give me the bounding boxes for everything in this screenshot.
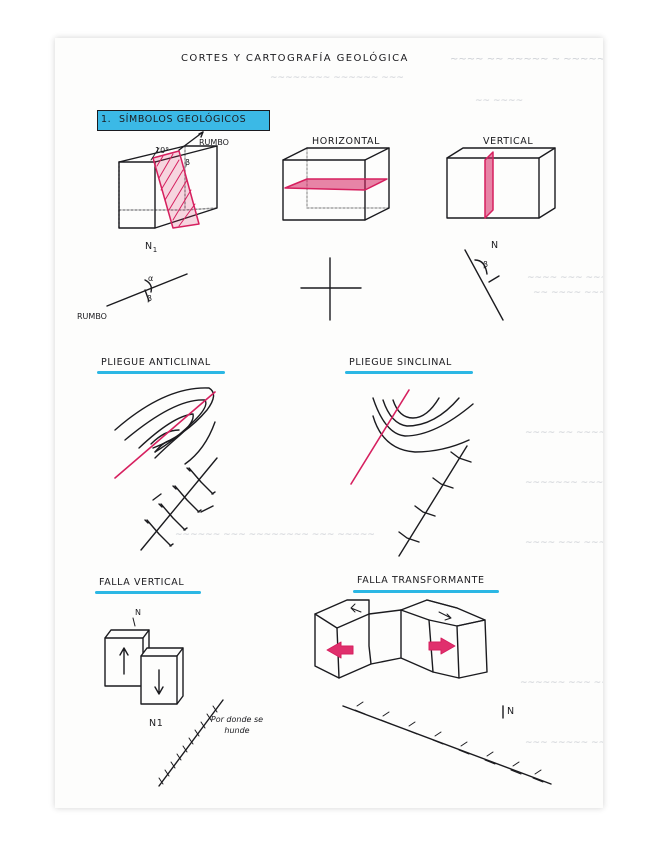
sinks-label: Por donde se hunde bbox=[210, 715, 264, 735]
vertical-plane bbox=[484, 151, 494, 219]
page-title: CORTES Y CARTOGRAFÍA GEOLÓGICA bbox=[181, 53, 409, 64]
syncline-axis-map bbox=[398, 445, 472, 557]
transform-right-arrow bbox=[428, 637, 456, 655]
north-label-strike: N1 bbox=[145, 241, 158, 254]
rumbo-label-map: RUMBO bbox=[77, 312, 107, 321]
notebook-page: ~~~~ ~~ ~~~~~ ~ ~~~~~~~~ ~~~~~~~~ ~~~~~~… bbox=[55, 38, 603, 808]
transform-fault-map-line bbox=[342, 701, 552, 785]
bleed-through-text: ~~~~~~~ ~~~~~ ~~~ bbox=[525, 478, 603, 488]
anticline-sketch bbox=[114, 387, 216, 479]
bleed-through-text: ~~~~ ~~~ ~~~~~ ~~~ bbox=[525, 538, 603, 548]
bleed-through-text: ~~~~~~~~ ~~~~~~ ~~~ bbox=[270, 73, 404, 83]
bleed-through-text: ~~~ ~~~~~ ~~~~ bbox=[525, 738, 603, 748]
strike-dip-symbol bbox=[106, 273, 188, 307]
north-label-vertical: N bbox=[491, 240, 499, 251]
transform-fault-heading: FALLA TRANSFORMANTE bbox=[357, 575, 485, 586]
bleed-through-text: ~~~~ ~~ ~~~~ ~~~~ bbox=[525, 428, 603, 438]
section-heading-highlight bbox=[97, 110, 270, 131]
north-label-transform: N bbox=[507, 706, 515, 717]
vertical-label: VERTICAL bbox=[483, 136, 534, 147]
section-number: 1. bbox=[101, 114, 112, 125]
bleed-through-text: ~~~~~~ ~~~ ~~~~~~~~ ~~~ ~~~~~ bbox=[175, 530, 375, 540]
horizontal-label: HORIZONTAL bbox=[312, 136, 380, 147]
inclined-plane bbox=[152, 150, 200, 229]
syncline-heading: PLIEGUE SINCLINAL bbox=[349, 357, 452, 368]
bleed-through-text: ~~ ~~~~ ~~~~~~~ bbox=[533, 288, 603, 298]
bleed-through-text: ~~ ~~~~ bbox=[475, 96, 524, 106]
rumbo-arrow bbox=[178, 131, 204, 151]
vertical-fault-blocks bbox=[104, 617, 184, 705]
beta-label-vertical: β bbox=[483, 260, 489, 269]
vertical-plane-block bbox=[446, 147, 556, 219]
north-label-fault-block: N bbox=[135, 608, 141, 617]
alpha-label: α bbox=[148, 274, 154, 283]
vertical-symbol bbox=[464, 249, 504, 321]
anticline-heading-highlight bbox=[97, 371, 225, 374]
syncline-heading-highlight bbox=[345, 371, 473, 374]
sketch-canvas bbox=[104, 131, 556, 787]
north-label-fault-map: N1 bbox=[149, 718, 164, 729]
vertical-fault-heading: FALLA VERTICAL bbox=[99, 577, 185, 588]
vertical-fault-map-line bbox=[158, 699, 224, 787]
rumbo-label-block: RUMBO bbox=[199, 138, 229, 147]
beta-label-block: β bbox=[185, 158, 191, 167]
transform-fault-heading-highlight bbox=[353, 590, 499, 593]
transform-left-arrow bbox=[326, 641, 354, 659]
dip-angle-label: 10° bbox=[155, 146, 170, 155]
bleed-through-text: ~~~~ ~~~ ~~~~~~ bbox=[527, 273, 603, 283]
section-heading: SÍMBOLOS GEOLÓGICOS bbox=[119, 114, 247, 125]
beta-label-map: β bbox=[147, 294, 153, 303]
anticline-axis-map bbox=[140, 457, 218, 551]
transform-fault-blocks bbox=[314, 599, 488, 679]
anticline-heading: PLIEGUE ANTICLINAL bbox=[101, 357, 211, 368]
vertical-fault-heading-highlight bbox=[95, 591, 201, 594]
bleed-through-text: ~~~~ ~~ ~~~~~ ~ ~~~~~~~~ bbox=[450, 54, 603, 65]
horizontal-plane bbox=[284, 178, 388, 191]
horizontal-symbol bbox=[300, 257, 362, 321]
syncline-sketch bbox=[350, 389, 474, 485]
bleed-through-text: ~~~~~~ ~~~ ~~~~ bbox=[520, 678, 603, 688]
